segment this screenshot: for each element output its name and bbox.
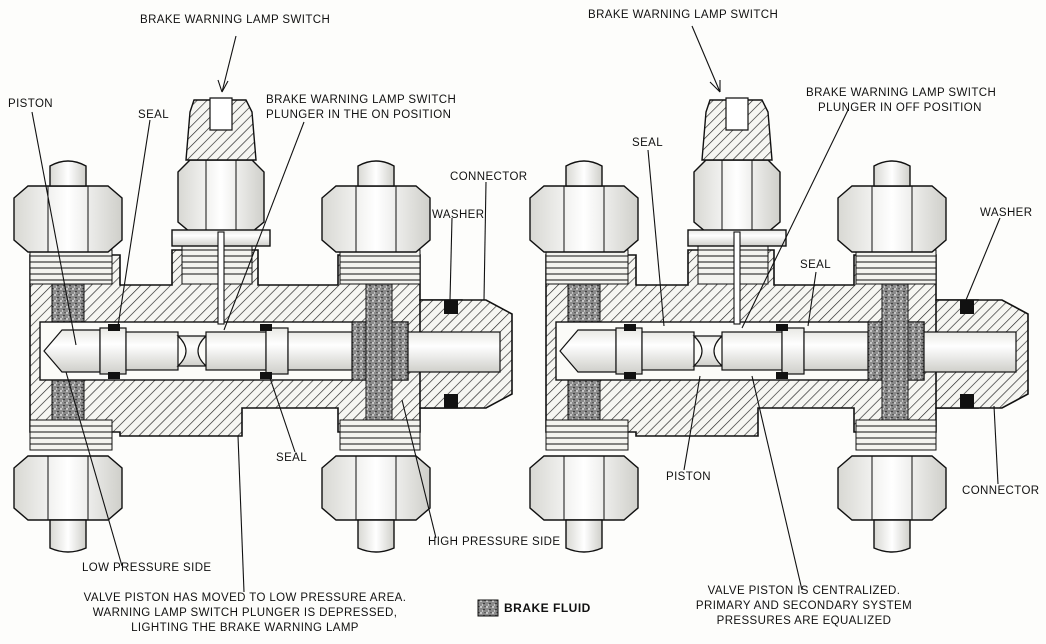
caption-left-line2: WARNING LAMP SWITCH PLUNGER IS DEPRESSED… — [92, 607, 398, 619]
caption-right: VALVE PISTON IS CENTRALIZED. PRIMARY AND… — [684, 584, 924, 629]
caption-left-line1: VALVE PISTON HAS MOVED TO LOW PRESSURE A… — [83, 592, 407, 604]
label-left-seal-top: SEAL — [138, 109, 170, 121]
label-right-connector: CONNECTOR — [962, 485, 1040, 497]
caption-left: VALVE PISTON HAS MOVED TO LOW PRESSURE A… — [80, 591, 410, 636]
label-left-seal-bottom: SEAL — [276, 452, 308, 464]
label-high-pressure-side: HIGH PRESSURE SIDE — [428, 536, 561, 548]
legend-swatch-spacer — [478, 600, 498, 616]
label-left-connector: CONNECTOR — [450, 171, 528, 183]
label-left-piston: PISTON — [8, 98, 54, 110]
label-right-plunger-line1: BRAKE WARNING LAMP SWITCH — [806, 87, 997, 99]
caption-right-line1: VALVE PISTON IS CENTRALIZED. — [707, 585, 901, 597]
label-left-plunger-line1: BRAKE WARNING LAMP SWITCH — [266, 94, 457, 106]
label-right-plunger-line2: PLUNGER IN OFF POSITION — [818, 102, 982, 114]
label-right-seal-mid: SEAL — [800, 259, 832, 271]
leader-lines-left — [31, 35, 487, 593]
label-left-plunger-line2: PLUNGER IN THE ON POSITION — [266, 109, 452, 121]
label-left-switch: BRAKE WARNING LAMP SWITCH — [140, 14, 331, 26]
label-left-washer: WASHER — [432, 209, 485, 221]
label-right-piston: PISTON — [666, 471, 712, 483]
label-low-pressure-side: LOW PRESSURE SIDE — [82, 562, 212, 574]
caption-left-line3: LIGHTING THE BRAKE WARNING LAMP — [131, 622, 359, 634]
label-right-switch: BRAKE WARNING LAMP SWITCH — [588, 9, 779, 21]
brake-fluid-swatch-icon — [477, 599, 499, 617]
caption-right-line3: PRESSURES ARE EQUALIZED — [716, 615, 892, 627]
leader-lines-right — [647, 25, 1001, 591]
caption-right-line2: PRIMARY AND SECONDARY SYSTEM — [695, 600, 913, 612]
legend: BRAKE FLUID — [478, 600, 591, 616]
legend-label: BRAKE FLUID — [504, 601, 591, 615]
label-right-washer: WASHER — [980, 207, 1033, 219]
label-right-seal-top: SEAL — [632, 137, 664, 149]
